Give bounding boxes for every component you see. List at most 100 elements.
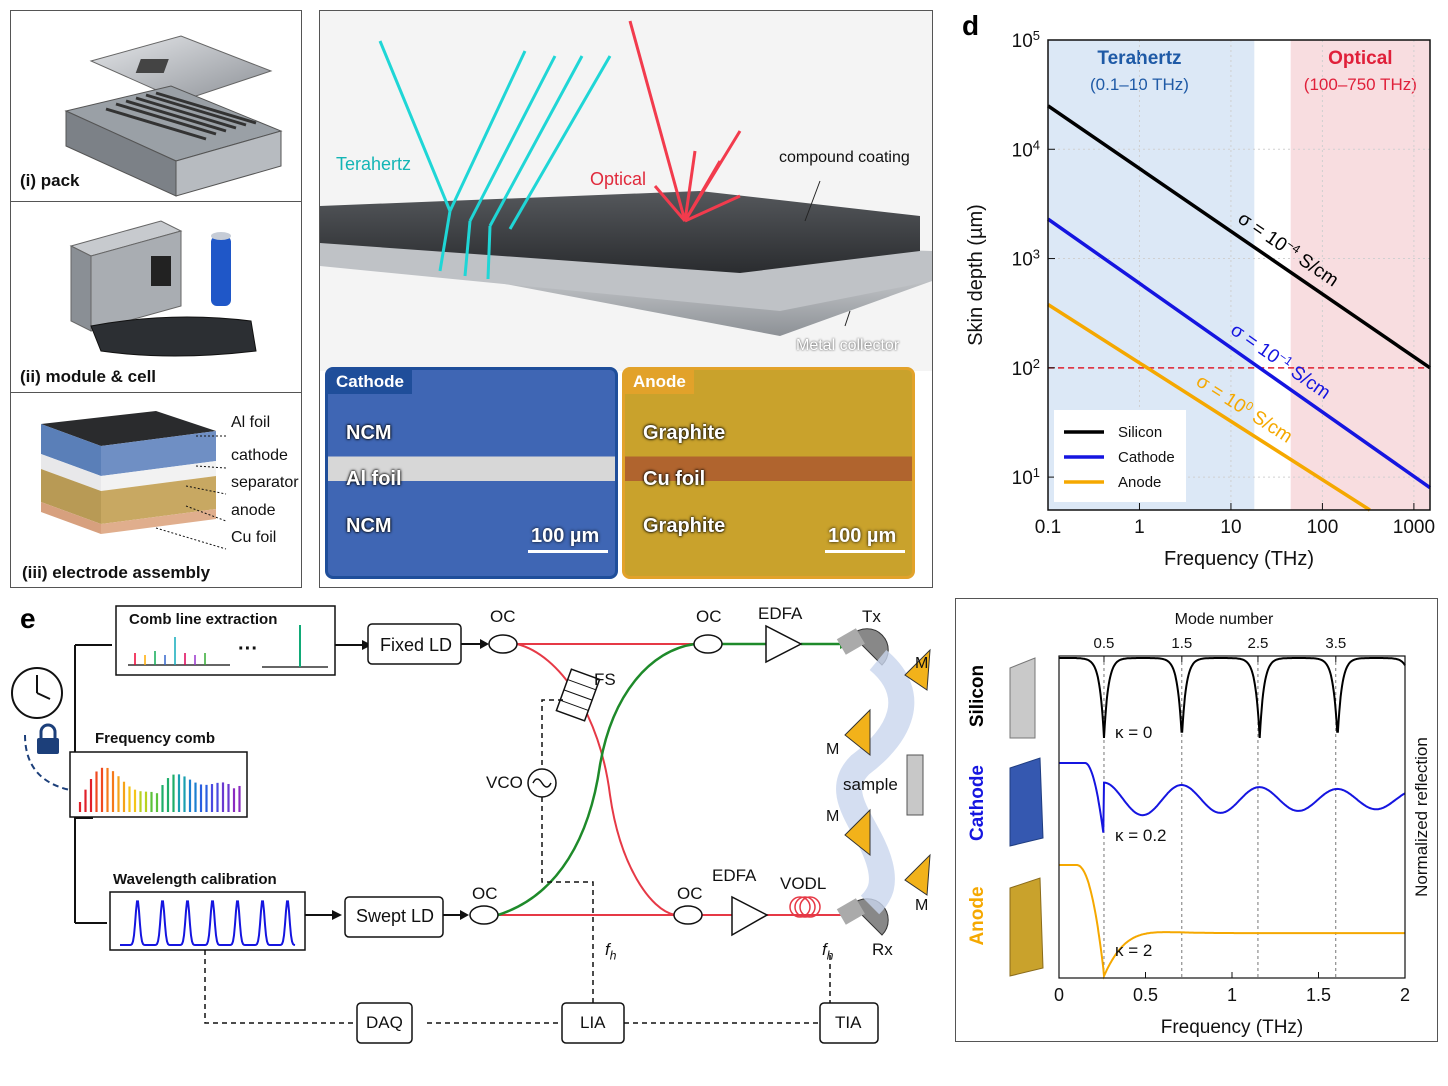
x-tick-label: 1 (1134, 517, 1145, 538)
anode-thumbnail (1009, 877, 1044, 977)
skin-depth-chart: Terahertz(0.1–10 THz)Optical(100–750 THz… (965, 28, 1435, 571)
comb-spectrum (78, 767, 241, 812)
electrode-caption: (iii) electrode assembly (22, 563, 211, 582)
lia-label: LIA (580, 1013, 606, 1032)
x-tick-label: 1000 (1393, 517, 1435, 538)
lia-box (561, 1002, 625, 1044)
reflection-curve-cathode (1059, 762, 1406, 833)
panel-e-label: e (20, 603, 36, 634)
swept-ld-label: Swept LD (356, 906, 435, 926)
vco-label: VCO (486, 773, 523, 792)
setup-schematic (11, 605, 931, 1044)
region-name: Terahertz (1097, 48, 1181, 69)
x-tick-label: 0.5 (1133, 985, 1158, 1005)
sample-name-label: Cathode (967, 765, 988, 841)
cathode-top-label: NCM (346, 422, 392, 444)
plot-frame (1047, 39, 1431, 511)
x-tick-label: 1 (1227, 985, 1237, 1005)
mirror (904, 648, 931, 691)
coupler (673, 905, 703, 925)
coupler (469, 905, 499, 925)
panel-d-label: d (962, 10, 980, 41)
top-tick-label: 0.5 (1094, 635, 1115, 652)
anode-scale-label: 100 µm (828, 525, 897, 547)
terahertz-label: Terahertz (336, 154, 412, 174)
anode-sem-title: Anode (625, 370, 694, 394)
series-line-anode (1047, 302, 1371, 512)
coupler (693, 634, 723, 654)
lock-icon (37, 738, 59, 754)
cathode-bottom-label: NCM (346, 515, 392, 537)
oc-label: OC (472, 884, 498, 903)
mirror (844, 808, 871, 857)
top-tick-label: 3.5 (1325, 635, 1346, 652)
optical-label: Optical (590, 169, 647, 189)
module-cell-illustration (69, 220, 257, 357)
separator-label: separator (231, 474, 299, 491)
sample-slab (906, 754, 924, 816)
legend-label: Cathode (1118, 449, 1175, 466)
mirror (904, 853, 931, 896)
spectral-regions: Terahertz(0.1–10 THz)Optical(100–750 THz… (1048, 40, 1430, 510)
y-tick-label: 101 (1012, 465, 1040, 490)
y-axis-label: Normalized reflection (1412, 737, 1431, 897)
kappa-label: κ = 0.2 (1115, 826, 1167, 845)
mirror-label: M (915, 655, 929, 672)
terahertz-optical-illustration (320, 11, 932, 371)
daq-label: DAQ (366, 1013, 403, 1032)
anode-top-label: Graphite (643, 422, 726, 444)
anode-label: anode (231, 502, 276, 519)
tx-label: Tx (862, 607, 881, 626)
oc-label: OC (696, 607, 722, 626)
reflection-curve-silicon (1059, 657, 1406, 739)
edfa-label: EDFA (758, 604, 803, 623)
metal-collector-label: Metal collector (796, 337, 900, 354)
anode-middle-label: Cu foil (643, 468, 706, 490)
rx-label: Rx (872, 940, 893, 959)
scale-bar (825, 550, 905, 553)
oc-label: OC (490, 607, 516, 626)
x-tick-label: 10 (1220, 517, 1241, 538)
reflection-series (1059, 657, 1406, 980)
divider (11, 201, 301, 202)
series-line-cathode (1046, 217, 1432, 490)
compound-coating-label: compound coating (779, 149, 910, 166)
legend-label: Silicon (1118, 424, 1162, 441)
silicon-thumbnail (1009, 657, 1036, 739)
y-tick-label: 102 (1012, 355, 1040, 380)
cu-foil-label: Cu foil (231, 529, 277, 546)
anode-bottom-label: Graphite (643, 515, 726, 537)
fixed-ld-label: Fixed LD (380, 635, 453, 655)
series-line-silicon (1047, 104, 1431, 370)
daq-box (356, 1002, 413, 1044)
y-tick-label: 105 (1012, 28, 1040, 53)
sample-name-label: Anode (967, 886, 988, 945)
cathode-sem-title: Cathode (328, 370, 412, 394)
edfa-amplifier (731, 895, 769, 937)
x-axis-label: Frequency (THz) (1161, 1017, 1304, 1038)
x-tick-label: 0 (1054, 985, 1064, 1005)
x-axis-label: Frequency (THz) (1164, 548, 1314, 570)
plot-frame (1058, 655, 1406, 979)
oc-label: OC (677, 884, 703, 903)
kappa-label: κ = 2 (1115, 941, 1152, 960)
kappa-label: κ = 0 (1115, 723, 1152, 742)
ellipsis: ··· (238, 638, 258, 660)
anode-sem-image: Anode Graphite Cu foil Graphite 100 µm (622, 367, 915, 579)
al-foil-label: Al foil (231, 414, 271, 431)
mirror-label: M (915, 897, 929, 914)
divider (11, 392, 301, 393)
x-tick-label: 100 (1307, 517, 1339, 538)
top-axis-label: Mode number (1175, 611, 1274, 628)
top-tick-label: 1.5 (1171, 635, 1192, 652)
electrode-stack-illustration (41, 411, 227, 550)
cathode-middle-label: Al foil (346, 468, 402, 490)
mirror (844, 708, 871, 757)
panel-a: (i) pack (ii) module & cell Al foil cath… (10, 10, 302, 588)
sample-label: sample (843, 775, 898, 794)
x-tick-label: 1.5 (1306, 985, 1331, 1005)
y-tick-label: 104 (1012, 137, 1040, 162)
